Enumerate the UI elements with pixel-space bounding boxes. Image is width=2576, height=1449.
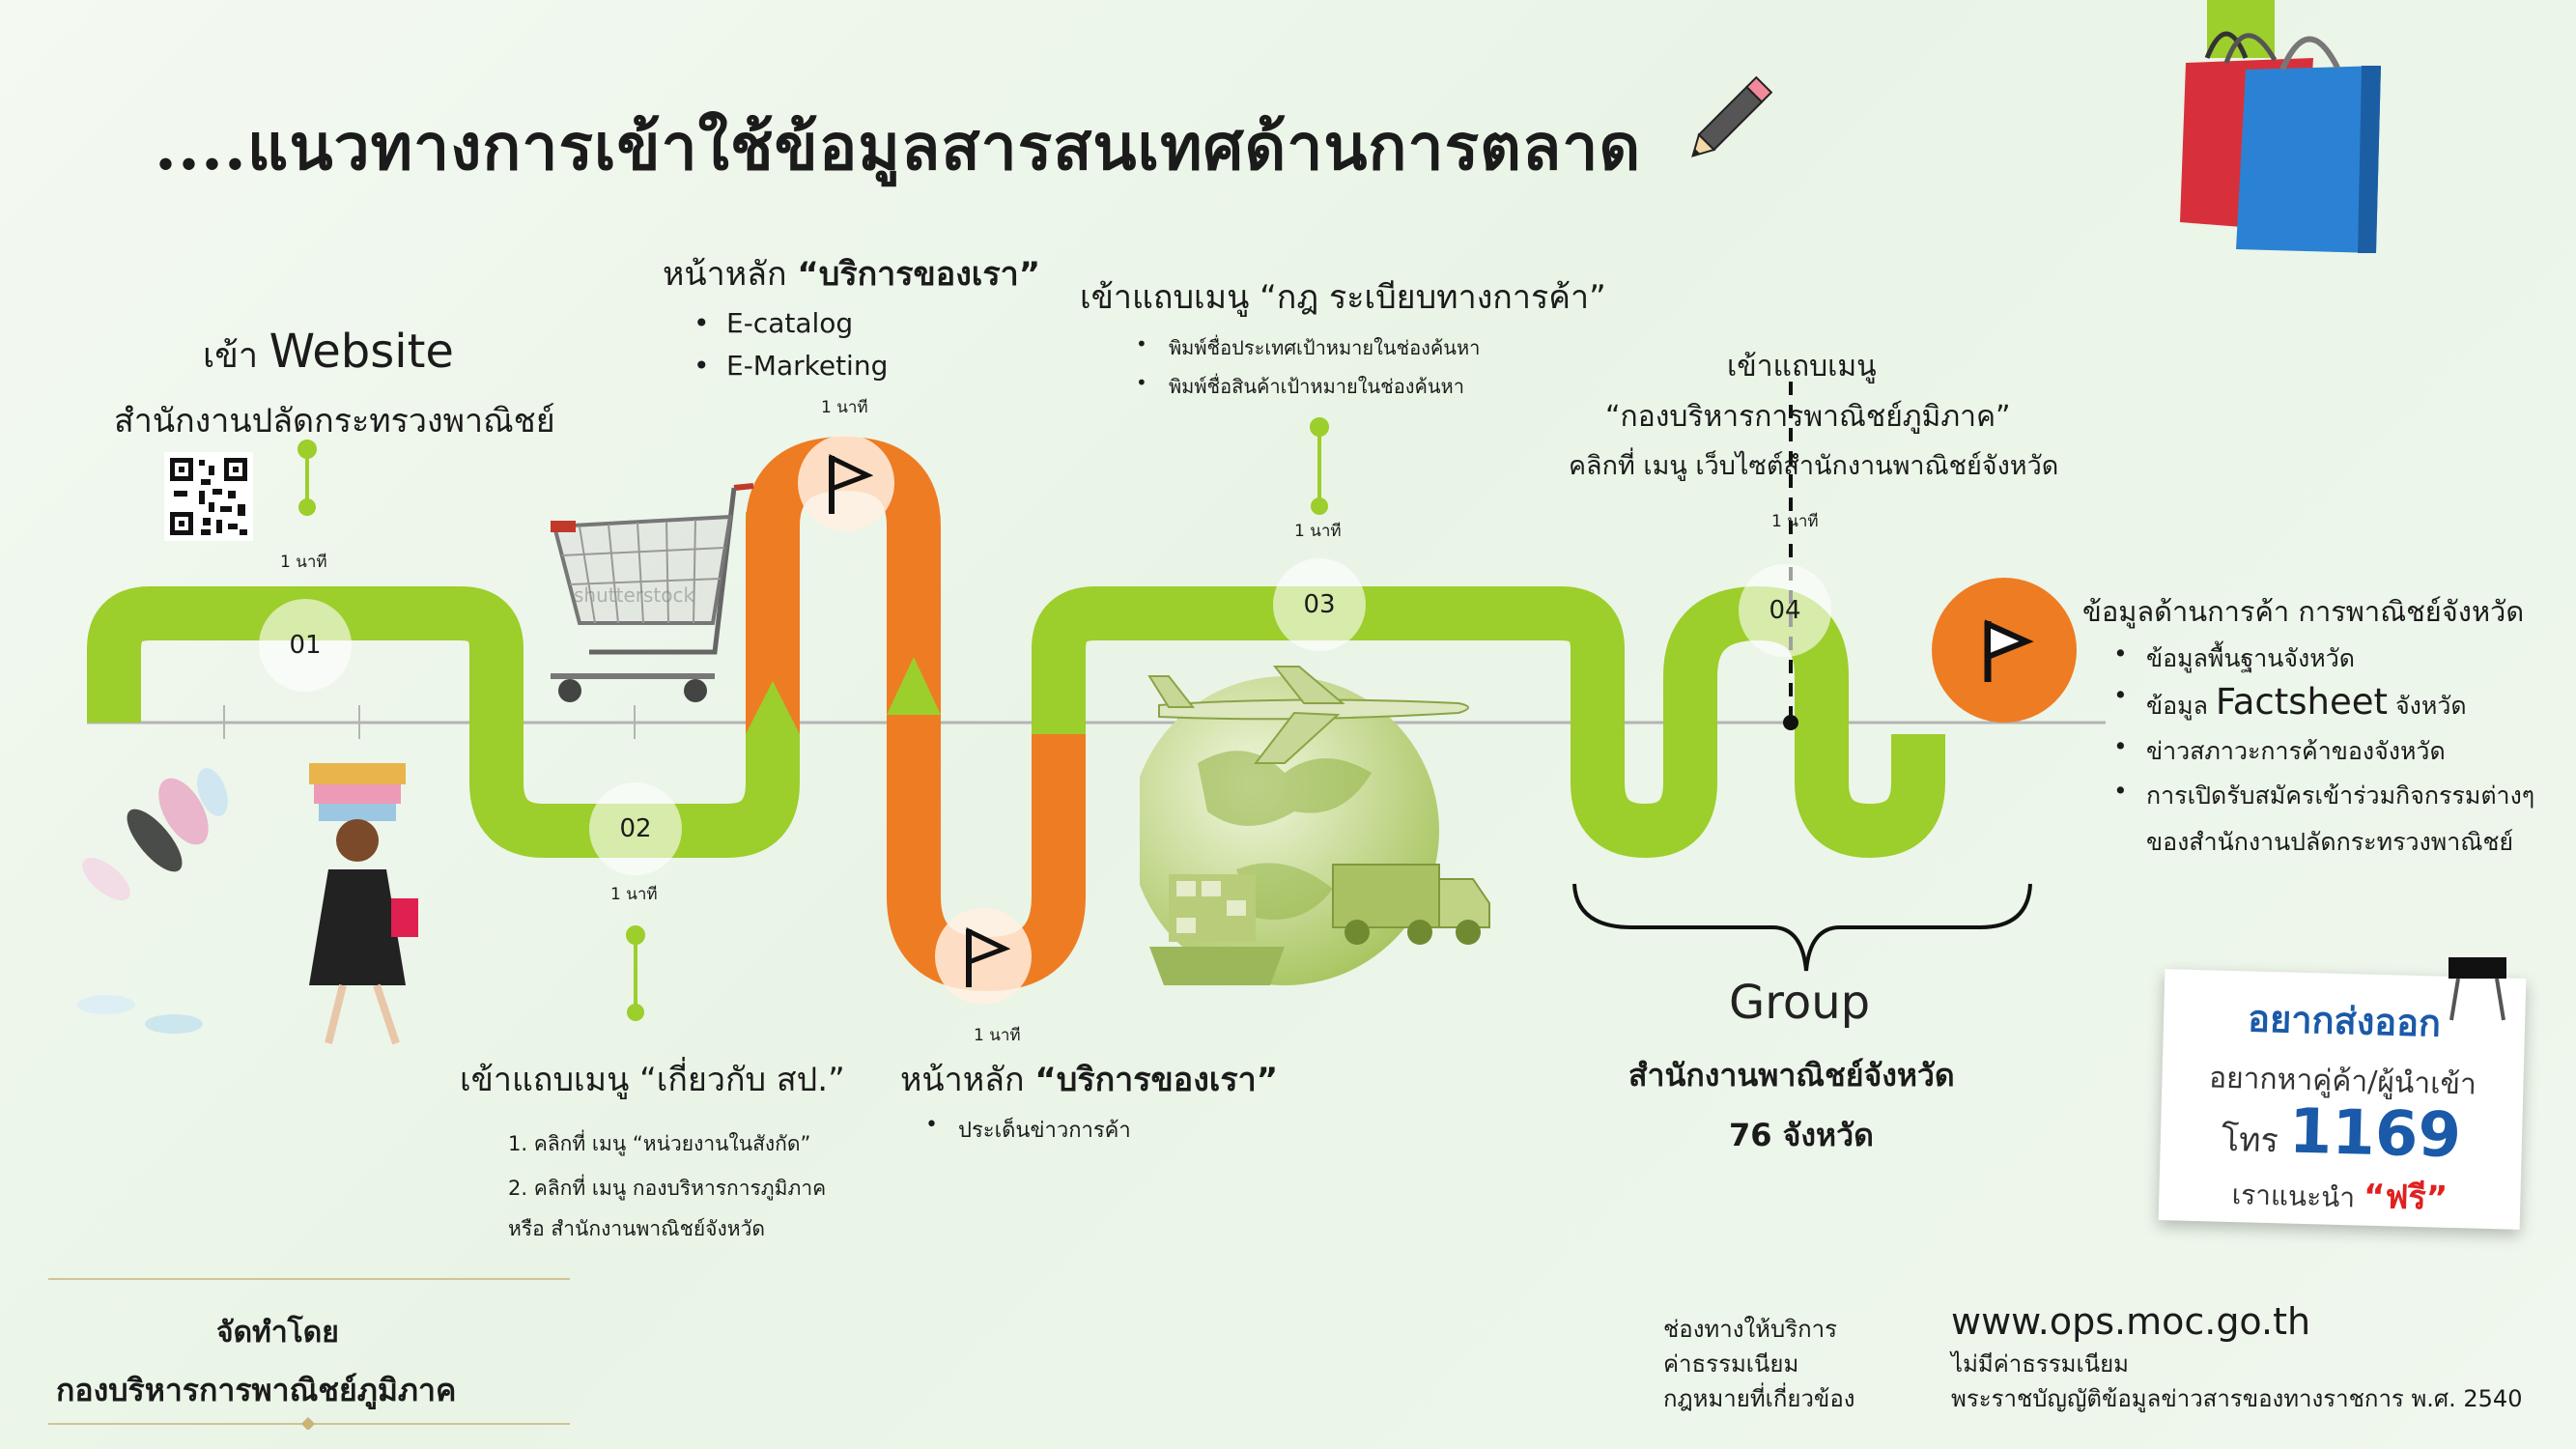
group-line-1: สำนักงานพาณิชย์จังหวัด bbox=[1628, 1057, 1955, 1094]
step-03-item-2: พิมพ์ชื่อสินค้าเป้าหมายในช่องค้นหา bbox=[1136, 371, 1464, 402]
footer-law-value: พระราชบัญญัติข้อมูลข่าวสารของทางราชการ พ… bbox=[1951, 1385, 2523, 1412]
final-heading: ข้อมูลด้านการค้า การพาณิชย์จังหวัด bbox=[2082, 595, 2525, 628]
final-item-2: ข้อมูล Factsheet จังหวัด bbox=[2113, 681, 2467, 725]
step-01-badge: 01 bbox=[259, 599, 352, 692]
flag-bottom-heading: หน้าหลัก “บริการของเรา” bbox=[900, 1061, 1279, 1099]
group-line-2: 76 จังหวัด bbox=[1729, 1117, 1874, 1153]
step-01-time: 1 นาที bbox=[280, 553, 327, 572]
shopping-bags-icon bbox=[2180, 0, 2381, 253]
airplane-icon bbox=[1147, 666, 1469, 764]
step-02-item-1: 1. คลิกที่ เมนู “หน่วยงานในสังกัด” bbox=[508, 1132, 811, 1155]
footer-department: กองบริหารการพาณิชย์ภูมิภาค bbox=[56, 1372, 457, 1408]
flag-marker-top bbox=[798, 435, 894, 531]
qr-code-icon bbox=[164, 452, 253, 541]
pencil-icon bbox=[1691, 75, 1773, 157]
step-02-heading: เข้าแถบเมนู “เกี่ยวกับ สป.” bbox=[460, 1061, 845, 1099]
step-02-badge: 02 bbox=[589, 782, 682, 875]
final-item-4-line-2: ของสำนักงานปลัดกระทรวงพาณิชย์ bbox=[2146, 828, 2514, 856]
footer-made-by: จัดทำโดย bbox=[216, 1316, 339, 1350]
step-02-time: 1 นาที bbox=[610, 885, 658, 904]
flag-top-item-1: E-catalog bbox=[694, 307, 853, 339]
step-03-time: 1 นาที bbox=[1294, 522, 1342, 541]
footer-label-fee: ค่าธรรมเนียม bbox=[1663, 1350, 1799, 1378]
step-04-line-2: “กองบริหารการพาณิชย์ภูมิภาค” bbox=[1605, 400, 2011, 434]
truck-icon bbox=[1332, 864, 1490, 945]
step-03-heading: เข้าแถบเมนู “กฎ ระเบียบทางการค้า” bbox=[1080, 278, 1606, 317]
step-01-subheading: สำนักงานปลัดกระทรวงพาณิชย์ bbox=[114, 402, 555, 440]
step-04-badge: 04 bbox=[1739, 564, 1831, 657]
step-03-item-1: พิมพ์ชื่อประเทศเป้าหมายในช่องค้นหา bbox=[1136, 332, 1480, 363]
page-title: ....แนวทางการเข้าใช้ข้อมูลสารสนเทศด้านกา… bbox=[155, 109, 1642, 185]
step-02-item-3: หรือ สำนักงานพาณิชย์จังหวัด bbox=[508, 1217, 765, 1240]
final-item-4: การเปิดรับสมัครเข้าร่วมกิจกรรมต่างๆ bbox=[2113, 777, 2534, 815]
shopper-illustration bbox=[77, 763, 418, 1045]
flag-bottom-time: 1 นาที bbox=[974, 1026, 1021, 1045]
step-03-badge: 03 bbox=[1273, 558, 1366, 651]
footer-frame bbox=[48, 1278, 570, 1430]
footer-label-channel: ช่องทางให้บริการ bbox=[1663, 1316, 1837, 1343]
flag-top-time: 1 นาที bbox=[821, 398, 868, 417]
flag-top-item-2: E-Marketing bbox=[694, 350, 888, 382]
final-item-3: ข่าวสภาวะการค้าของจังหวัด bbox=[2113, 732, 2446, 771]
callout-line-4: เราแนะนำ “ฟรี” bbox=[2231, 1177, 2449, 1218]
logistics-illustration bbox=[1140, 666, 1490, 985]
final-item-1: ข้อมูลพื้นฐานจังหวัด bbox=[2113, 639, 2355, 678]
flag-top-heading: หน้าหลัก “บริการของเรา” bbox=[663, 255, 1041, 294]
step-02-item-2: 2. คลิกที่ เมนู กองบริหารการภูมิภาค bbox=[508, 1177, 827, 1200]
flag-bottom-item-1: ประเด็นข่าวการค้า bbox=[925, 1113, 1131, 1147]
ship-icon bbox=[1149, 874, 1285, 985]
binder-clip-icon bbox=[2449, 957, 2506, 1021]
footer-website-link[interactable]: www.ops.moc.go.th bbox=[1951, 1300, 2311, 1343]
flag-icon bbox=[829, 454, 874, 514]
footer-label-law: กฎหมายที่เกี่ยวข้อง bbox=[1663, 1385, 1855, 1412]
flag-marker-bottom bbox=[935, 908, 1032, 1005]
step-04-line-1: เข้าแถบเมนู bbox=[1727, 350, 1877, 384]
flag-marker-final bbox=[1932, 578, 2077, 723]
step-04-line-3: คลิกที่ เมนู เว็บไซต์สำนักงานพาณิชย์จังห… bbox=[1569, 451, 2059, 481]
flag-icon bbox=[966, 927, 1011, 987]
step-04-time: 1 นาที bbox=[1771, 512, 1819, 531]
group-label: Group bbox=[1729, 976, 1871, 1030]
flag-icon bbox=[1984, 619, 2034, 682]
footer-fee-value: ไม่มีค่าธรรมเนียม bbox=[1951, 1350, 2129, 1378]
watermark: shutterstock bbox=[574, 583, 695, 607]
shopping-cart-icon bbox=[551, 483, 754, 702]
step-01-heading: เข้า Website bbox=[203, 325, 454, 379]
callout-phone: โทร 1169 bbox=[2221, 1095, 2462, 1173]
